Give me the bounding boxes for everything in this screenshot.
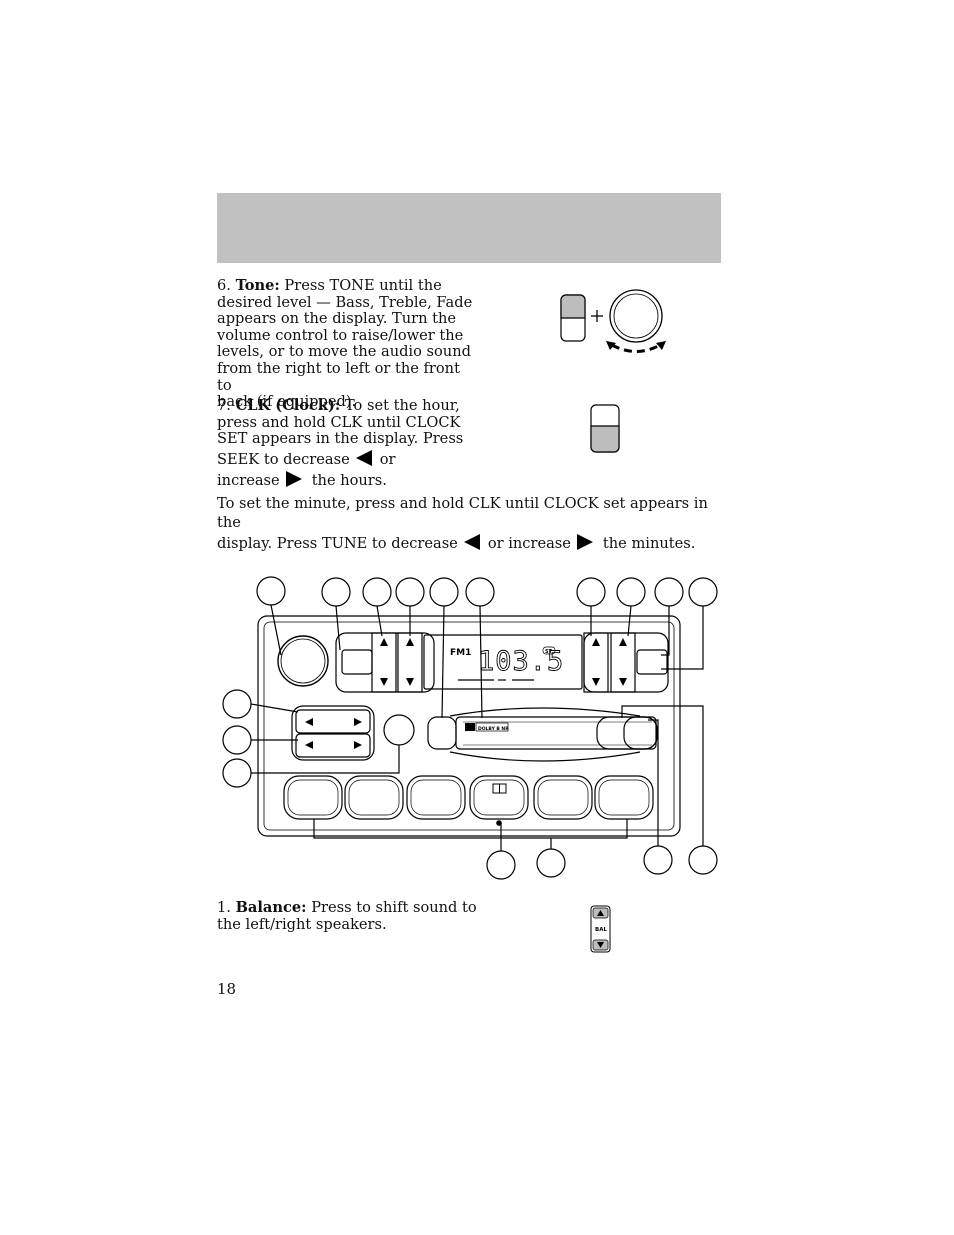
increase-arrow-icon	[576, 534, 593, 550]
dolby-label: DOLBY B NR	[478, 726, 509, 732]
clock-paragraph: 7. CLK (Clock): To set the hour, press a…	[217, 397, 464, 490]
balance-paragraph: 1. Balance: Press to shift sound to the …	[217, 899, 477, 933]
tone-title: Tone:	[235, 277, 280, 294]
clock-title: CLK (Clock):	[235, 397, 341, 414]
stereo-label: ST	[545, 649, 553, 655]
decrease-arrow-icon	[355, 449, 372, 466]
display-band-label: FM1	[450, 648, 471, 658]
increase-arrow-icon	[285, 471, 302, 488]
balance-title: Balance:	[235, 899, 307, 916]
stereo-indicator	[542, 646, 556, 655]
dolby-icon	[465, 723, 475, 731]
tone-volume-illustration	[560, 289, 666, 353]
display-frequency: 103.5	[478, 646, 564, 677]
tone-paragraph: 6. Tone: Press TONE until the desired le…	[217, 277, 473, 411]
page-number: 18	[217, 980, 237, 998]
clock-button-illustration	[590, 404, 620, 453]
minute-paragraph: To set the minute, press and hold CLK un…	[217, 495, 708, 552]
balance-icon-label: BAL	[595, 927, 607, 933]
decrease-arrow-icon	[463, 534, 480, 550]
section-header-band	[217, 193, 721, 263]
